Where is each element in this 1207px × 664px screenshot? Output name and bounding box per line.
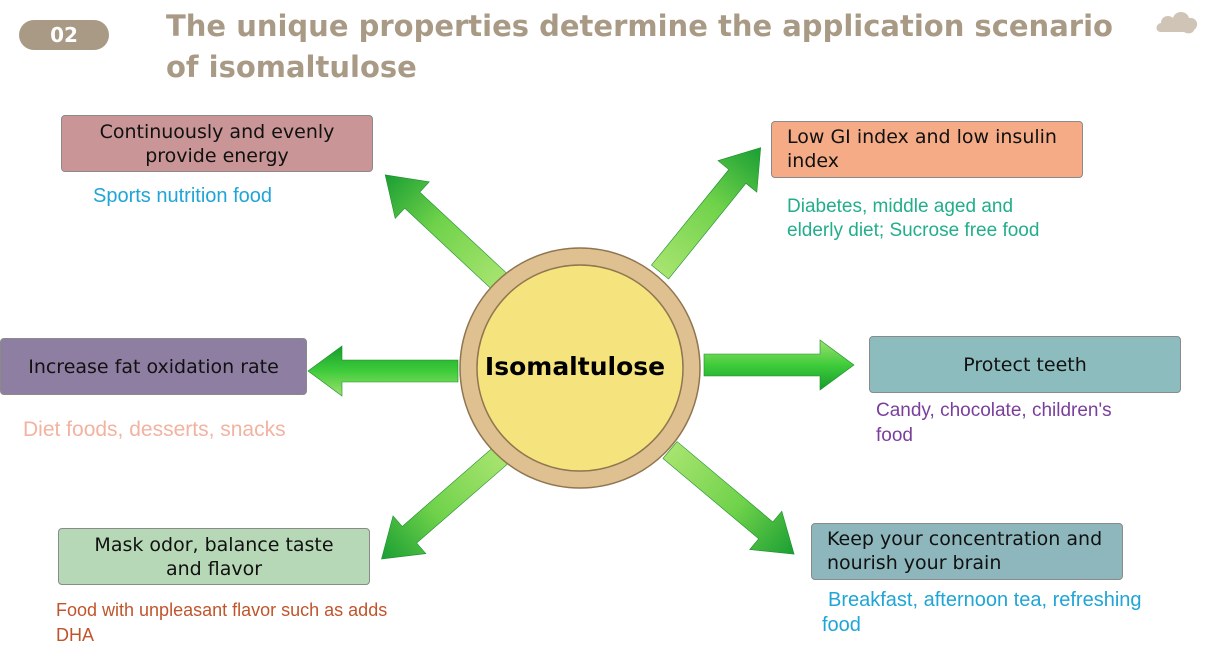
property-box-low-gi: Low GI index and low insulin index xyxy=(771,121,1083,178)
property-label-fat-oxidation: Increase fat oxidation rate xyxy=(28,355,279,378)
application-text-mask-odor: Food with unpleasant flavor such as adds… xyxy=(56,600,388,645)
application-text-fat-oxidation: Diet foods, desserts, snacks xyxy=(23,418,286,441)
property-box-concentration: Keep your concentration and nourish your… xyxy=(811,523,1123,580)
application-text-teeth: Candy, chocolate, children's food xyxy=(876,400,1112,446)
property-box-teeth: Protect teeth xyxy=(869,336,1181,393)
arrow-lower-right xyxy=(662,441,795,555)
arrow-right xyxy=(703,339,855,391)
section-badge: 02 xyxy=(19,20,109,50)
arrow-upper-left xyxy=(384,174,508,291)
property-label-low-gi: Low GI index and low insulin index xyxy=(787,126,1057,172)
property-label-concentration: Keep your concentration and nourish your… xyxy=(827,528,1103,574)
cloud-icon xyxy=(1156,12,1198,34)
property-label-teeth: Protect teeth xyxy=(963,353,1087,376)
property-box-fat-oxidation: Increase fat oxidation rate xyxy=(0,338,307,395)
property-box-mask-odor: Mask odor, balance taste and flavor xyxy=(58,528,370,585)
core-circle-inner xyxy=(476,264,684,472)
application-text-energy: Sports nutrition food xyxy=(93,185,272,207)
core-label: Isomaltulose xyxy=(484,352,666,381)
arrow-upper-right xyxy=(651,147,762,280)
application-text-low-gi: Diabetes, middle aged and elderly diet; … xyxy=(787,196,1040,241)
arrow-left xyxy=(307,345,459,397)
property-label-mask-odor: Mask odor, balance taste and flavor xyxy=(94,533,334,580)
property-label-energy: Continuously and evenly provide energy xyxy=(99,120,335,167)
application-text-concentration: Breakfast, afternoon tea, refreshing foo… xyxy=(822,589,1142,636)
page-title: The unique properties determine the appl… xyxy=(166,9,1113,84)
arrow-lower-left xyxy=(381,447,508,560)
property-box-energy: Continuously and evenly provide energy xyxy=(61,115,373,172)
